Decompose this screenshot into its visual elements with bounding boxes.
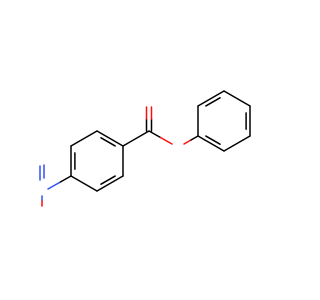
bond (197, 90, 225, 107)
bond (148, 130, 162, 139)
bond (70, 175, 98, 192)
bond-double-inner (100, 137, 116, 147)
chemical-structure-diagram (39, 90, 251, 207)
bond (122, 130, 150, 147)
bonds (39, 90, 251, 207)
bond (96, 175, 124, 192)
bond-double-inner (205, 97, 221, 107)
bond-double-inner (205, 135, 221, 145)
bond (197, 135, 225, 152)
bond (58, 175, 72, 184)
bond (96, 130, 124, 147)
bond-double-inner (100, 175, 116, 185)
bond (70, 130, 98, 147)
bond (47, 181, 61, 190)
bond (183, 139, 192, 145)
bond (223, 135, 251, 152)
bond (223, 90, 251, 107)
bond (159, 136, 173, 145)
bond (190, 135, 199, 141)
